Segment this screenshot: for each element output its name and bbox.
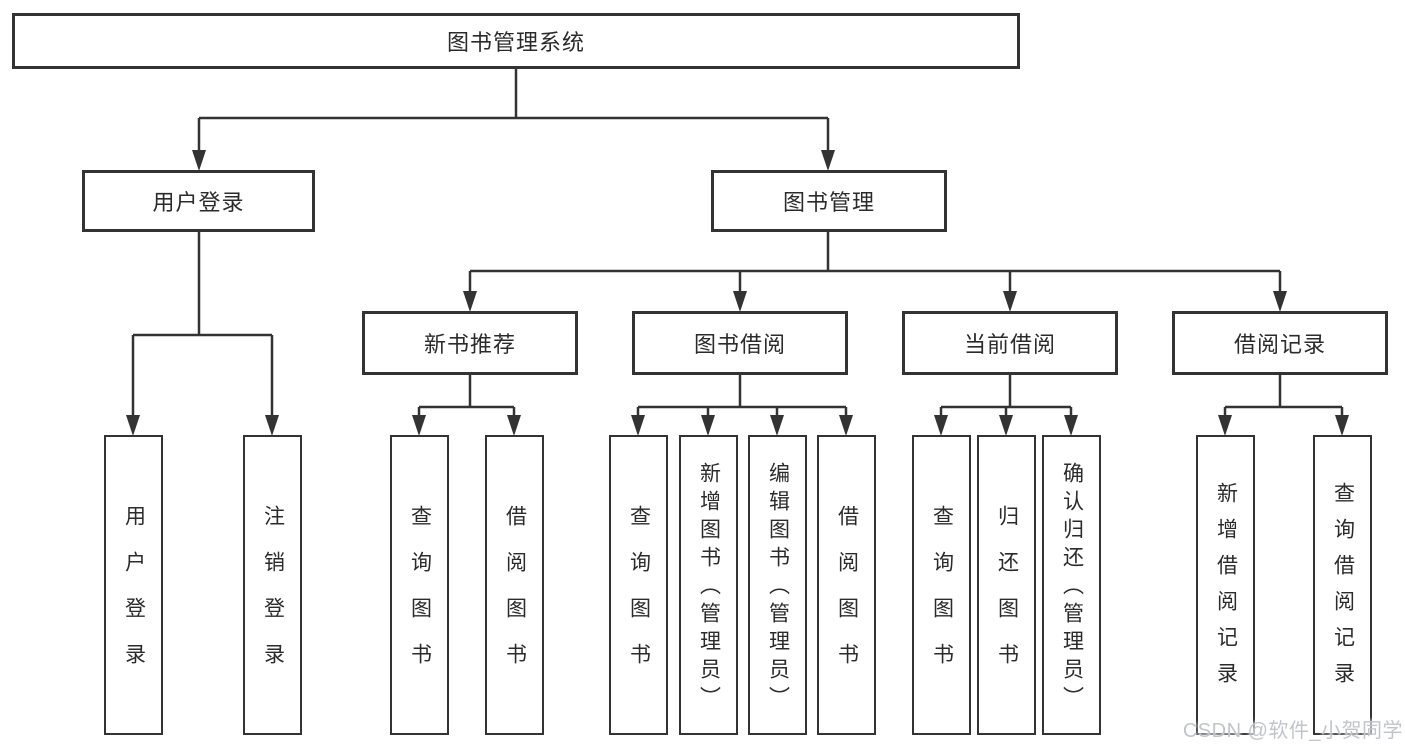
leaf-user-login-label: 用户登录 <box>122 505 146 689</box>
leaf-add-borrow-record-label: 新增借阅记录 <box>1214 482 1238 698</box>
leaf-add-borrow-record: 新增借阅记录 <box>1196 435 1255 735</box>
node-new-book-recommend-label: 新书推荐 <box>423 332 516 357</box>
leaf-logout: 注销登录 <box>243 435 302 735</box>
leaf-borrow-books-label: 借阅图书 <box>835 505 859 689</box>
leaf-return-books-label: 归还图书 <box>995 505 1019 689</box>
leaf-query-borrow-record-label: 查询借阅记录 <box>1331 482 1355 698</box>
node-borrow-records-label: 借阅记录 <box>1233 332 1326 357</box>
leaf-edit-books-admin-label: 编辑图书（管理员） <box>766 462 790 714</box>
leaf-query-books-recommend-label: 查询图书 <box>408 505 432 689</box>
leaf-add-books-admin: 新增图书（管理员） <box>679 435 738 735</box>
node-new-book-recommend: 新书推荐 <box>362 311 578 375</box>
node-user-login: 用户登录 <box>82 170 315 232</box>
leaf-edit-books-admin: 编辑图书（管理员） <box>748 435 807 735</box>
connector-currentborrow-to-leaves <box>934 375 1078 436</box>
node-book-borrow-label: 图书借阅 <box>693 332 786 357</box>
connector-recommend-to-leaves <box>412 375 521 436</box>
connector-records-to-leaves <box>1218 375 1349 436</box>
leaf-borrow-books: 借阅图书 <box>817 435 876 735</box>
connector-bookmgmt-to-level3 <box>463 232 1287 312</box>
node-current-borrow: 当前借阅 <box>902 311 1118 375</box>
leaf-query-books-current-label: 查询图书 <box>930 505 954 689</box>
leaf-return-books: 归还图书 <box>977 435 1036 735</box>
leaf-query-books-borrow-label: 查询图书 <box>627 505 651 689</box>
node-book-borrow: 图书借阅 <box>632 311 848 375</box>
connector-bookborrow-to-leaves <box>631 375 853 436</box>
node-borrow-records: 借阅记录 <box>1172 311 1388 375</box>
node-library-system: 图书管理系统 <box>12 13 1020 69</box>
node-user-login-label: 用户登录 <box>152 190 245 215</box>
leaf-confirm-return-admin-label: 确认归还（管理员） <box>1060 462 1084 714</box>
leaf-confirm-return-admin: 确认归还（管理员） <box>1042 435 1101 735</box>
leaf-add-books-admin-label: 新增图书（管理员） <box>697 462 721 714</box>
leaf-logout-label: 注销登录 <box>261 505 285 689</box>
leaf-borrow-books-recommend-label: 借阅图书 <box>503 505 527 689</box>
csdn-watermark: CSDN @软件_小贺同学 <box>1182 720 1403 742</box>
connector-userlogin-to-leaves <box>126 232 279 436</box>
leaf-query-borrow-record: 查询借阅记录 <box>1313 435 1372 735</box>
leaf-query-books-current: 查询图书 <box>912 435 971 735</box>
node-book-management: 图书管理 <box>711 170 947 232</box>
leaf-query-books-borrow: 查询图书 <box>609 435 668 735</box>
leaf-query-books-recommend: 查询图书 <box>390 435 449 735</box>
node-current-borrow-label: 当前借阅 <box>963 332 1056 357</box>
connector-root-to-level2 <box>192 69 835 171</box>
node-library-system-label: 图书管理系统 <box>446 30 585 55</box>
leaf-user-login: 用户登录 <box>104 435 163 735</box>
node-book-management-label: 图书管理 <box>782 190 875 215</box>
leaf-borrow-books-recommend: 借阅图书 <box>485 435 544 735</box>
